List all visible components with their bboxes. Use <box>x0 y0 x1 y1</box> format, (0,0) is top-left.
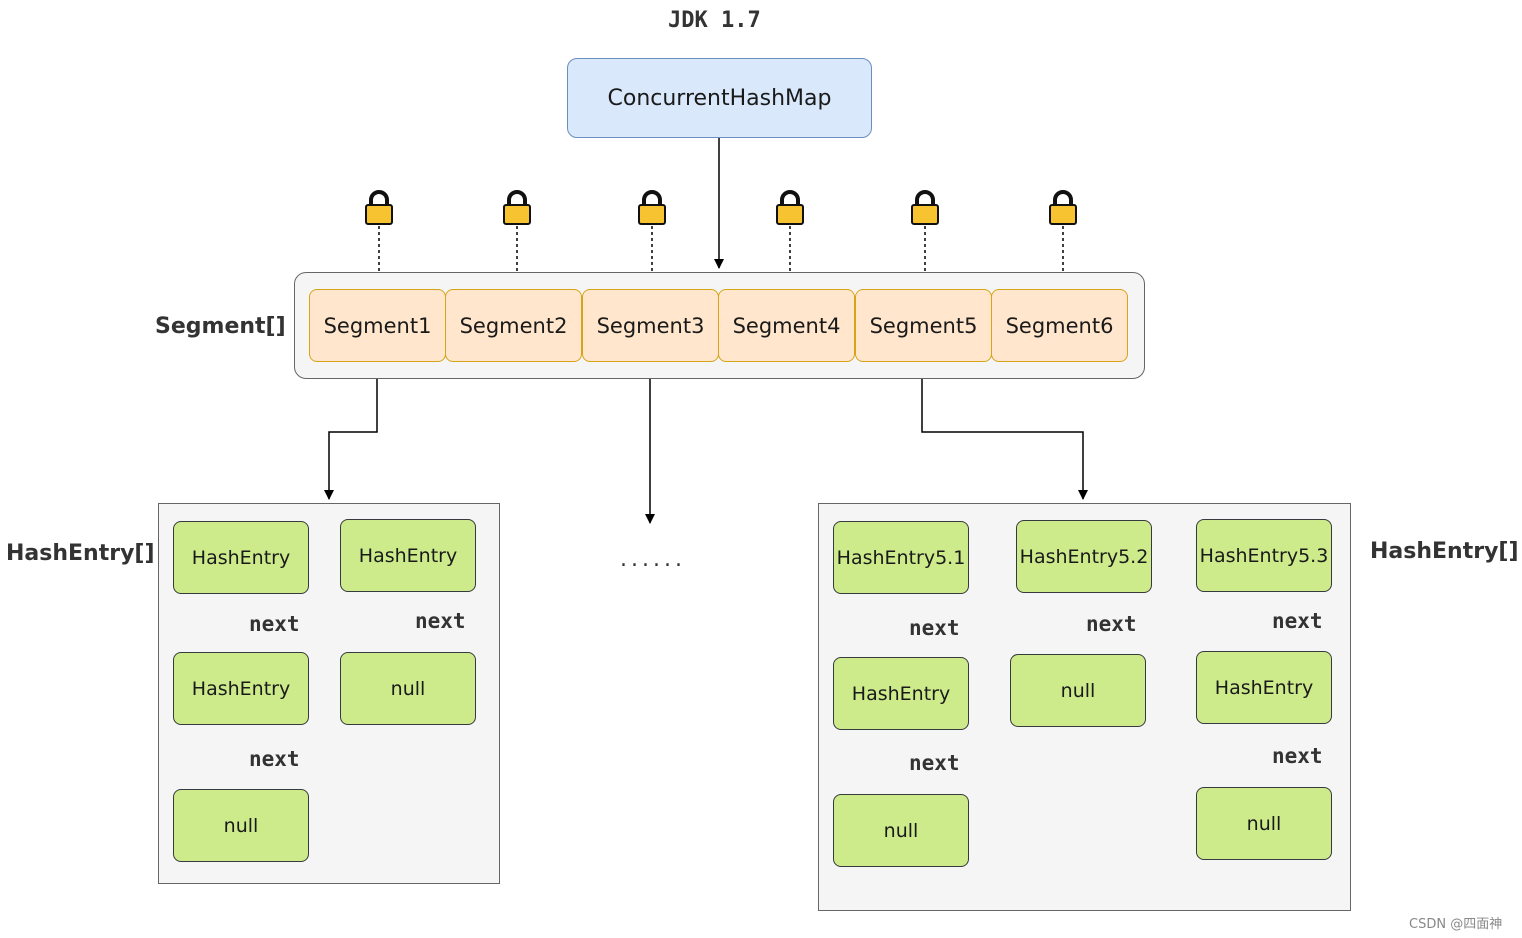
next-label: next <box>249 612 300 636</box>
right-col2-entry-2: null <box>1010 654 1146 727</box>
lock-icon <box>911 190 939 225</box>
segment-array-label: Segment[] <box>155 314 286 339</box>
segment-node-5: Segment5 <box>855 289 992 362</box>
lock-icon <box>503 190 531 225</box>
lock-icon <box>638 190 666 225</box>
segment-node-2: Segment2 <box>445 289 582 362</box>
next-label: next <box>909 751 960 775</box>
footer-watermark: CSDN @四面神 <box>1409 917 1503 932</box>
right-col3-entry-2: HashEntry <box>1196 651 1332 724</box>
segment-node-3: Segment3 <box>582 289 719 362</box>
left-col1-entry-2: HashEntry <box>173 652 309 725</box>
segment-node-1: Segment1 <box>309 289 446 362</box>
left-col2-entry-1: HashEntry <box>340 519 476 592</box>
next-label: next <box>249 747 300 771</box>
right-col3-entry-1: HashEntry5.3 <box>1196 519 1332 592</box>
next-label: next <box>1272 609 1323 633</box>
right-col1-entry-1: HashEntry5.1 <box>833 521 969 594</box>
next-label: next <box>415 609 466 633</box>
segment5-to-right-panel-arrow <box>921 362 1088 500</box>
next-label: next <box>909 616 960 640</box>
right-col2-entry-1: HashEntry5.2 <box>1016 520 1152 593</box>
ellipsis-text: ...... <box>620 547 686 572</box>
left-col1-entry-3: null <box>173 789 309 862</box>
lock-icon <box>776 190 804 225</box>
lock-icon <box>365 190 393 225</box>
lock-icon <box>1049 190 1077 225</box>
right-col1-entry-2: HashEntry <box>833 657 969 730</box>
diagram-title: JDK 1.7 <box>668 8 761 33</box>
segment1-to-left-panel-arrow <box>324 362 378 500</box>
left-col1-entry-1: HashEntry <box>173 521 309 594</box>
segment-node-4: Segment4 <box>718 289 855 362</box>
left-col2-entry-2: null <box>340 652 476 725</box>
right-col3-entry-3: null <box>1196 787 1332 860</box>
hashentry-array-label-right: HashEntry[] <box>1370 539 1519 564</box>
right-col1-entry-3: null <box>833 794 969 867</box>
next-label: next <box>1086 612 1137 636</box>
concurrent-hashmap-node: ConcurrentHashMap <box>567 58 872 138</box>
next-label: next <box>1272 744 1323 768</box>
segment-node-6: Segment6 <box>991 289 1128 362</box>
hashentry-array-label-left: HashEntry[] <box>6 541 155 566</box>
